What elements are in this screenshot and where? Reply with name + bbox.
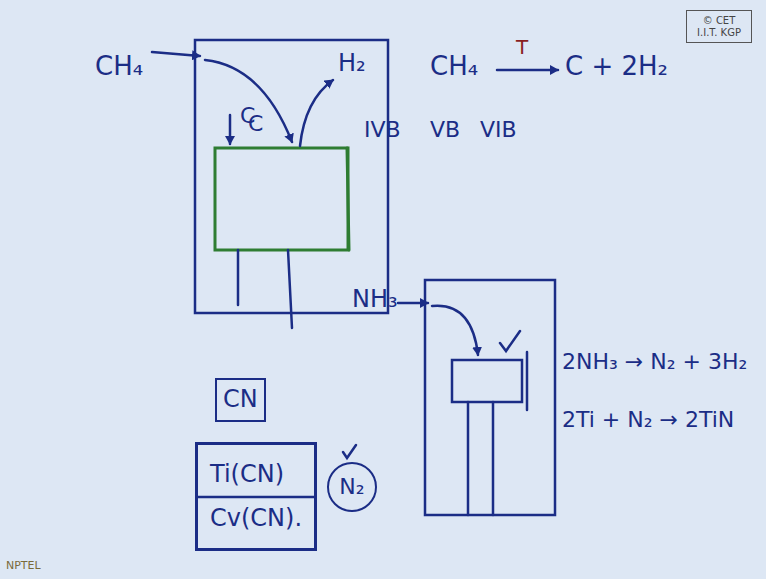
annotation-text: H₂ xyxy=(338,50,366,76)
reactor-chamber xyxy=(195,40,388,313)
flow-arrow xyxy=(300,80,333,146)
annotation-text: CH₄ xyxy=(430,52,478,81)
annotation-text: CH₄ xyxy=(95,52,143,81)
annotation-text: C xyxy=(248,112,263,136)
annotation-text: NH₃ xyxy=(352,286,398,312)
node-text: N₂ xyxy=(339,474,364,499)
highlight-box: CN xyxy=(215,378,266,422)
holder-leg xyxy=(237,250,240,305)
divider-line xyxy=(198,496,314,499)
copyright-box: © CET I.I.T. KGP xyxy=(686,10,752,43)
annotation-text: 2NH₃ → N₂ + 3H₂ xyxy=(562,350,747,374)
reaction-arrow xyxy=(497,69,558,72)
gas-inlet-arrow xyxy=(152,52,200,56)
node-text: Cv(CN). xyxy=(206,497,306,541)
holder-leg xyxy=(492,402,495,515)
watermark: NPTEL xyxy=(6,560,41,572)
flow-arrow xyxy=(205,60,292,142)
node-text: © CET I.I.T. KGP xyxy=(691,15,747,38)
annotation-text: IVB xyxy=(364,118,401,142)
annotation-text: T xyxy=(516,36,528,58)
annotation-text: C + 2H₂ xyxy=(565,52,668,81)
compound-box: Ti(CN)Cv(CN). xyxy=(195,442,317,551)
gas-inlet-arrow xyxy=(398,302,428,305)
annotation-text: VIB xyxy=(480,118,517,142)
flow-arrow xyxy=(432,306,478,355)
substrate xyxy=(215,148,348,250)
reactor-chamber xyxy=(425,280,555,515)
flow-arrow xyxy=(229,115,232,144)
holder-leg xyxy=(467,402,470,515)
node-text: CN xyxy=(223,386,258,414)
holder-leg xyxy=(288,250,292,328)
annotation-text: VB xyxy=(430,118,460,142)
check-mark xyxy=(500,331,520,351)
circled-text: N₂ xyxy=(327,462,377,512)
substrate xyxy=(452,360,522,402)
node-text: Ti(CN) xyxy=(206,453,306,497)
annotation-text: 2Ti + N₂ → 2TiN xyxy=(562,408,734,432)
check-mark xyxy=(343,445,356,458)
